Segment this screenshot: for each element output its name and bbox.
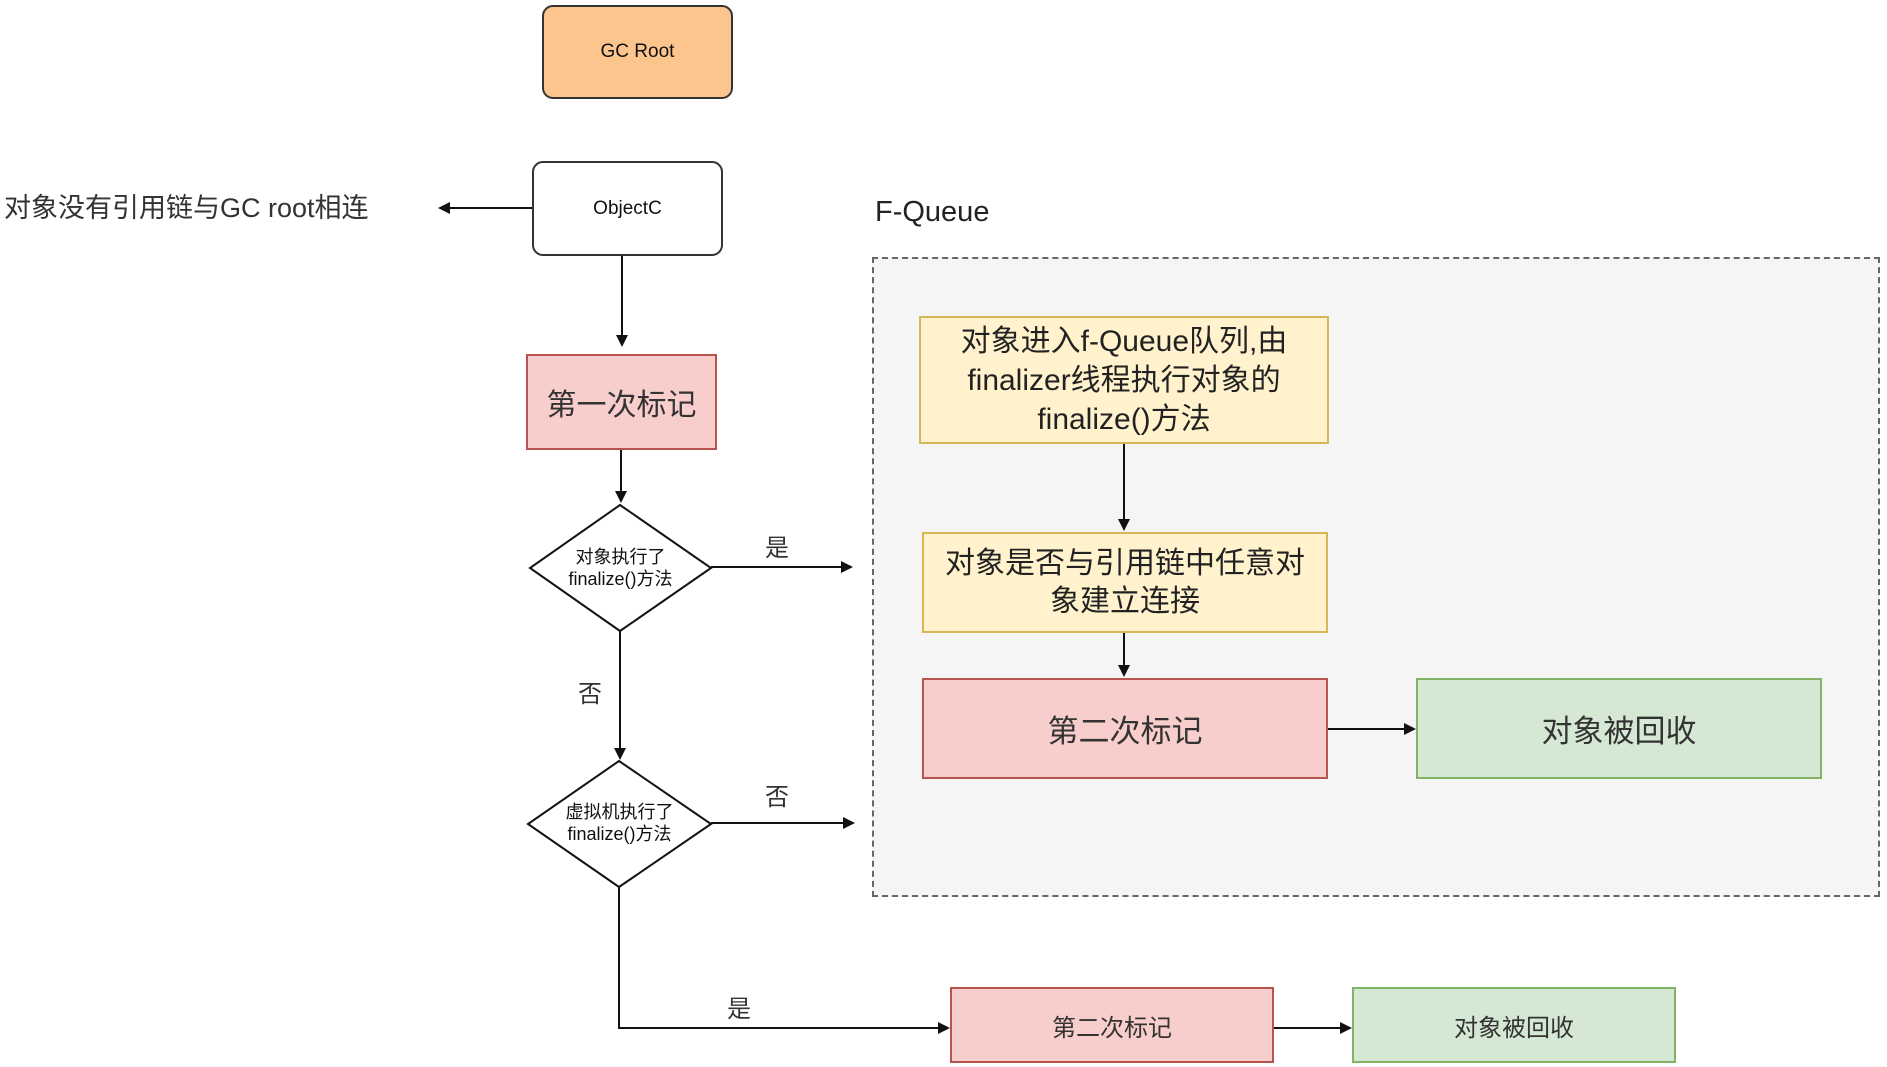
second-mark-label: 第二次标记 [1047, 714, 1203, 750]
enqueue-line: 对象进入f-Queue队列,由 [960, 324, 1288, 358]
decision-finalize-diamond [528, 503, 713, 633]
decision-vm-finalize-line: finalize()方法 [567, 824, 672, 844]
arrowhead-right [1340, 1022, 1352, 1034]
fqueue-recycled-node: 对象被回收 [1416, 678, 1822, 779]
decision-vm-finalize-text: 虚拟机执行了 finalize()方法 [528, 801, 711, 845]
first-mark-label: 第一次标记 [546, 388, 697, 423]
arrowhead-right [841, 561, 853, 573]
object-c-node: ObjectC [532, 161, 723, 256]
arrow-decision2-yes [618, 887, 942, 1029]
fqueue-enqueue-node: 对象进入f-Queue队列,由 finalizer线程执行对象的 finaliz… [919, 316, 1329, 444]
recycled-label: 对象被回收 [1541, 714, 1697, 750]
fqueue-title: F-Queue [875, 196, 990, 228]
decision-finalize-text: 对象执行了 finalize()方法 [530, 546, 711, 590]
fqueue-second-mark-node: 第二次标记 [922, 678, 1328, 779]
arrowhead-right [843, 817, 855, 829]
reference-check-line: 对象是否与引用链中任意对 [945, 545, 1305, 581]
enqueue-line: finalize()方法 [1037, 402, 1211, 436]
arrowhead-down [1118, 519, 1130, 531]
decision-finalize-no-label: 否 [578, 680, 602, 708]
bottom-second-mark-label: 第二次标记 [1052, 1013, 1172, 1042]
bottom-recycled-node: 对象被回收 [1352, 987, 1676, 1063]
arrowhead-left [438, 202, 450, 214]
no-reference-note: 对象没有引用链与GC root相连 [4, 193, 369, 223]
bottom-recycled-label: 对象被回收 [1454, 1013, 1574, 1042]
gc-root-label: GC Root [600, 41, 675, 62]
decision-finalize-line: 对象执行了 [575, 547, 666, 567]
bottom-second-mark-node: 第二次标记 [950, 987, 1274, 1063]
enqueue-line: finalizer线程执行对象的 [967, 363, 1281, 397]
decision-vm-finalize-yes-label: 是 [727, 995, 751, 1023]
arrowhead-down [615, 491, 627, 503]
decision-finalize-yes-label: 是 [765, 534, 789, 562]
object-c-label: ObjectC [593, 197, 662, 219]
decision-vm-finalize-line: 虚拟机执行了 [565, 802, 674, 822]
reference-check-node: 对象是否与引用链中任意对 象建立连接 [922, 532, 1328, 633]
gc-root-node: GC Root [542, 5, 733, 99]
arrowhead-down [614, 748, 626, 760]
arrowhead-down [1118, 665, 1130, 677]
first-mark-node: 第一次标记 [526, 354, 717, 450]
decision-vm-finalize-no-label: 否 [765, 783, 789, 811]
arrowhead-down [616, 335, 628, 347]
reference-check-line: 象建立连接 [1050, 583, 1200, 619]
decision-vm-finalize-diamond [526, 759, 713, 889]
decision-finalize-line: finalize()方法 [568, 569, 673, 589]
arrowhead-right [1404, 723, 1416, 735]
arrowhead-right [938, 1022, 950, 1034]
